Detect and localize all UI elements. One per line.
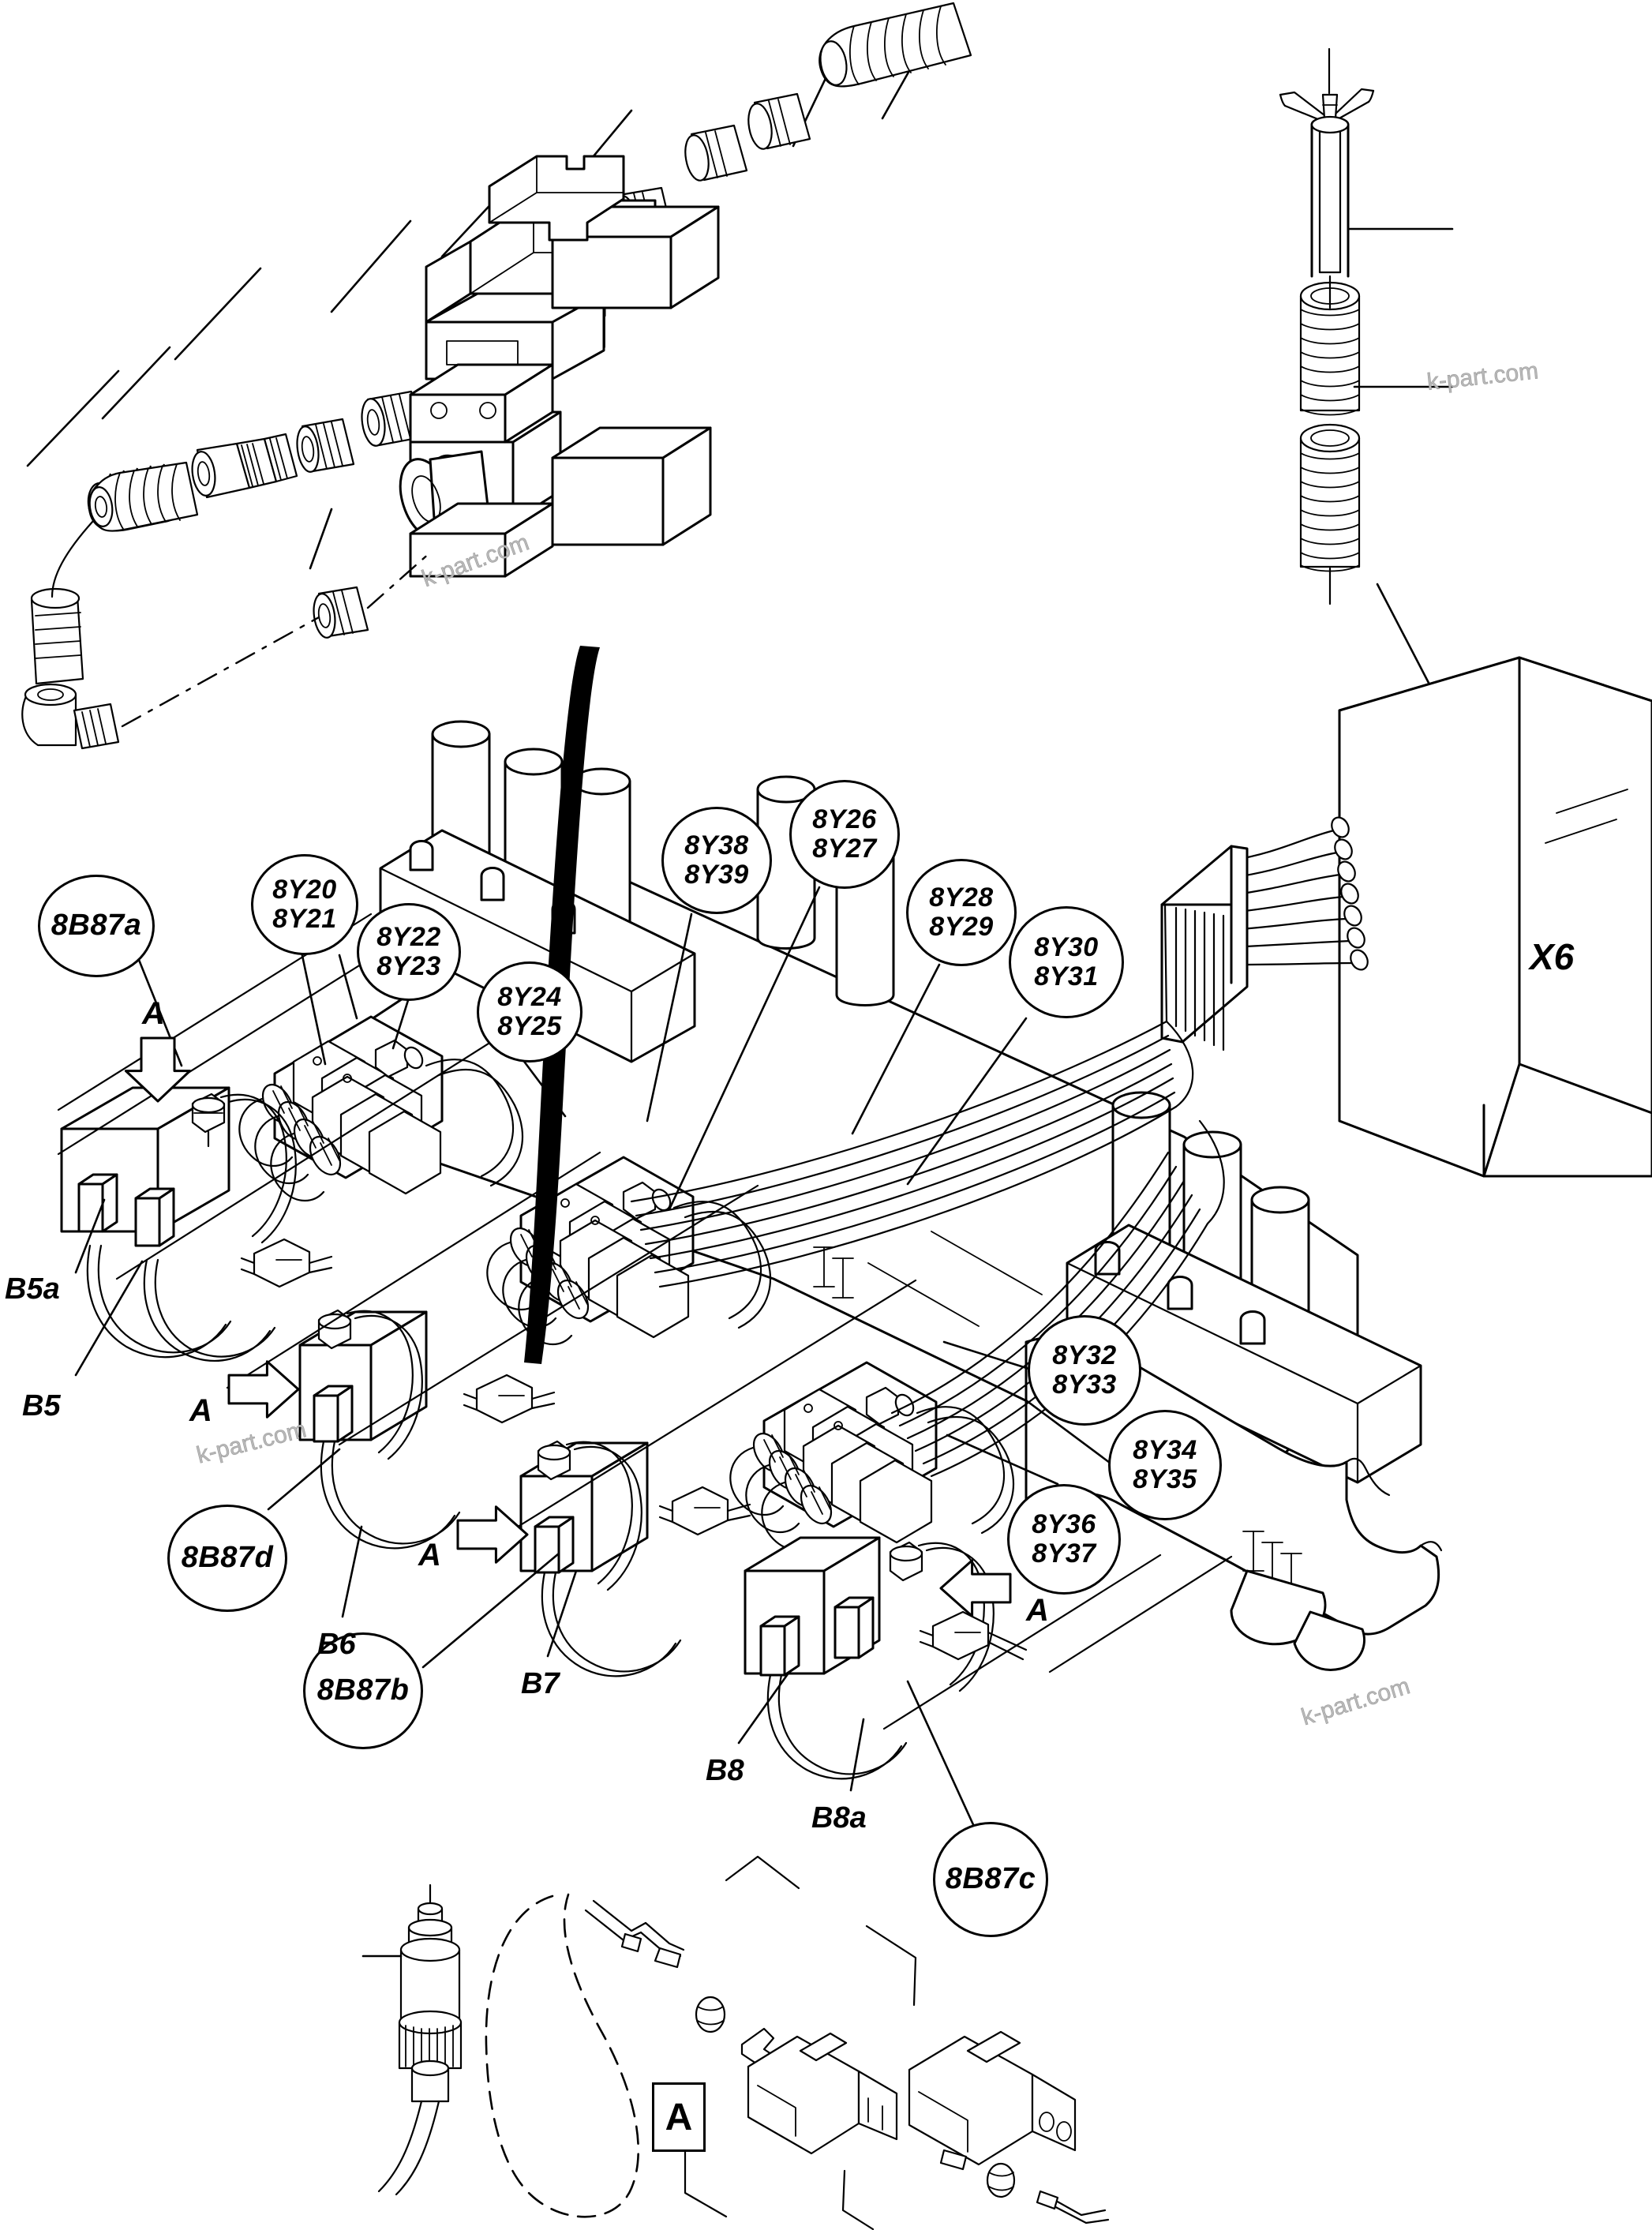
top-solenoid-assembly — [21, 2, 972, 750]
grommet-left — [695, 1996, 726, 2033]
part-label-b8a: B8a — [811, 1801, 867, 1835]
part-label-b5: B5 — [22, 1389, 61, 1422]
connector-label-x6: X6 — [1530, 936, 1575, 977]
callout-text: 8Y33 — [1052, 1370, 1117, 1400]
sensor-block-b8 — [744, 1536, 995, 1780]
section-arrow-4 — [939, 1559, 1012, 1617]
section-arrow-2 — [227, 1360, 300, 1419]
callout-bubble-8b87a[interactable]: 8B87a — [38, 875, 155, 977]
sensor-block-b7 — [519, 1440, 682, 1677]
cable-sleeve-detail — [1279, 47, 1454, 605]
section-arrow-1 — [124, 1036, 192, 1103]
section-arrow-label-1: A — [142, 996, 165, 1031]
callout-text: 8Y31 — [1034, 961, 1099, 991]
corrugated-sleeve-lower — [1299, 423, 1361, 572]
callout-text: 8Y36 — [1032, 1509, 1096, 1540]
nut-top-right-2 — [684, 124, 748, 182]
connector-knurled-1 — [191, 433, 298, 499]
callout-text: 8Y37 — [1032, 1539, 1096, 1568]
callout-text: 8Y28 — [929, 883, 994, 913]
detail-a-exploded — [361, 1855, 1110, 2230]
callout-text: 8Y26 — [812, 804, 877, 835]
callout-text: 8B87c — [945, 1862, 1036, 1896]
pressure-switch — [361, 1883, 463, 2196]
spiral-hose-main — [88, 461, 199, 532]
wire-end-right — [939, 2149, 1110, 2224]
callout-leaders — [74, 886, 1114, 1831]
wire-end-left — [584, 1899, 685, 1969]
section-arrow-label-3: A — [418, 1538, 441, 1572]
callout-text: 8Y24 — [497, 982, 562, 1013]
nut-top-right — [747, 92, 811, 150]
connector-housing-2 — [908, 2030, 1077, 2166]
inline-connector-3 — [658, 1486, 751, 1536]
corrugated-tube-top — [819, 2, 972, 88]
callout-text: 8Y20 — [272, 875, 337, 905]
sleeve-nut-3 — [361, 390, 423, 447]
main-valve-bank — [57, 646, 1443, 1780]
section-arrow-label-4: A — [1026, 1593, 1049, 1628]
part-label-b5a: B5a — [5, 1272, 60, 1306]
section-arrow-3 — [456, 1505, 529, 1564]
callout-text: 8Y25 — [497, 1011, 562, 1041]
part-label-b8: B8 — [706, 1754, 744, 1787]
x6-controller-box — [1160, 583, 1652, 1178]
callout-text: 8Y32 — [1052, 1340, 1117, 1371]
callout-text: 8Y39 — [684, 860, 749, 890]
callout-text: 8Y34 — [1133, 1435, 1197, 1466]
inline-connector-1 — [240, 1238, 333, 1288]
callout-text: 8B87b — [317, 1673, 410, 1707]
detail-view-marker-a: A — [652, 2082, 706, 2152]
connector-housing-1 — [747, 2032, 898, 2155]
inline-connector-2 — [463, 1374, 556, 1424]
callout-text: 8B87a — [51, 909, 142, 943]
callout-text: 8B87d — [181, 1541, 274, 1575]
inline-connector-4 — [919, 1610, 1028, 1661]
knurled-nut-lower — [313, 586, 369, 639]
sensor-block-b6 — [298, 1309, 461, 1550]
valve-body-block — [399, 155, 720, 578]
callout-text: 8Y38 — [684, 830, 749, 861]
part-label-b7: B7 — [521, 1667, 560, 1700]
callout-bubble-8b87b[interactable]: 8B87b — [303, 1632, 423, 1749]
elbow-fitting — [21, 587, 120, 750]
callout-text: 8Y29 — [929, 912, 994, 942]
solenoid-cluster-1 — [238, 1015, 524, 1201]
callout-text: 8Y23 — [376, 951, 441, 981]
part-label-b6: B6 — [317, 1628, 356, 1661]
sleeve-nut-2 — [296, 418, 355, 473]
callout-text: 8Y27 — [812, 834, 877, 864]
callout-text: 8Y35 — [1133, 1464, 1197, 1494]
callout-text: 8Y22 — [376, 922, 441, 953]
callout-bubble-8b87c[interactable]: 8B87c — [933, 1822, 1048, 1937]
callout-text: 8Y30 — [1034, 932, 1099, 963]
callout-bubble-8b87d[interactable]: 8B87d — [167, 1505, 287, 1612]
sensor-block-b5 — [60, 1086, 297, 1362]
callout-text: 8Y21 — [272, 904, 337, 934]
solenoid-cluster-3 — [729, 1361, 1015, 1550]
section-arrow-label-2: A — [189, 1393, 212, 1428]
